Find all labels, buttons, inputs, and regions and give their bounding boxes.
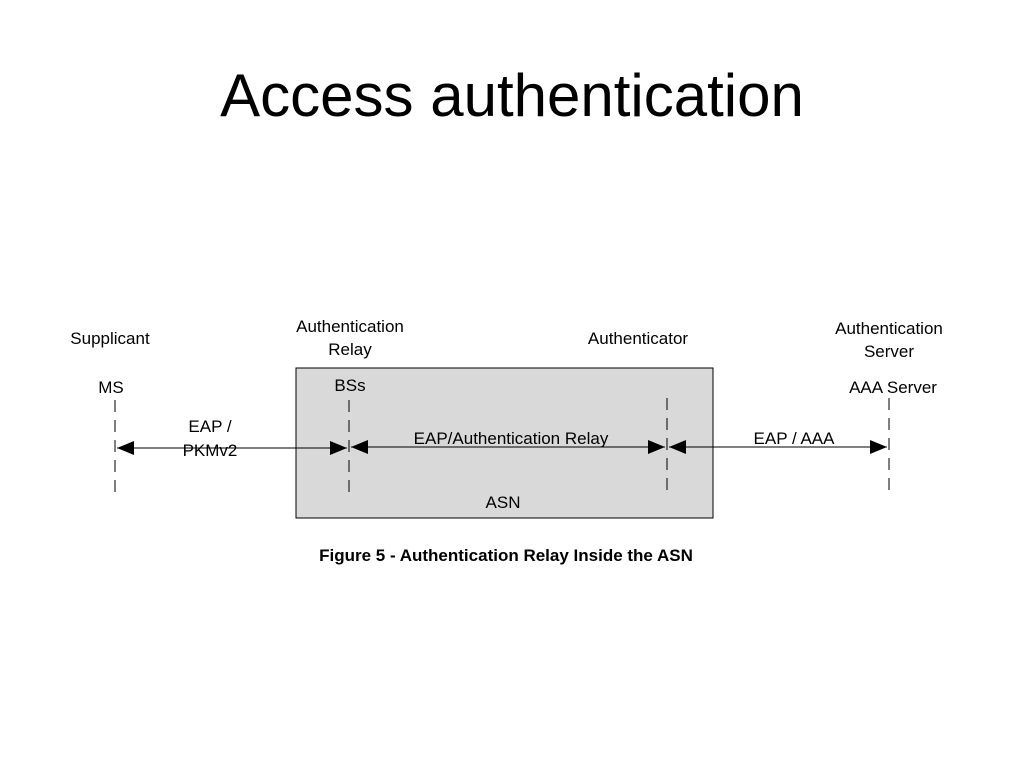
eap-pkm-label-line1: EAP / [188, 417, 231, 436]
ms-label: MS [98, 378, 124, 397]
arrowhead-authenticator-right [648, 440, 665, 454]
arrowhead-bss-left [351, 440, 368, 454]
arrowhead-bss-right [330, 441, 347, 455]
arrowhead-authenticator-left [669, 440, 686, 454]
eap-aaa-label: EAP / AAA [754, 429, 836, 448]
auth-relay-label-line1: Authentication [296, 317, 404, 336]
supplicant-label: Supplicant [70, 329, 150, 348]
eap-pkm-label-line2: PKMv2 [183, 441, 238, 460]
figure-caption: Figure 5 - Authentication Relay Inside t… [319, 546, 693, 565]
auth-relay-label-line2: Relay [328, 340, 372, 359]
arrowhead-ms-left [117, 441, 134, 455]
slide-title: Access authentication [220, 62, 804, 129]
arrowhead-aaa-right [870, 440, 887, 454]
bss-label: BSs [334, 376, 365, 395]
asn-label: ASN [486, 493, 521, 512]
eap-relay-label: EAP/Authentication Relay [414, 429, 609, 448]
authenticator-label: Authenticator [588, 329, 689, 348]
aaa-server-label: AAA Server [849, 378, 937, 397]
auth-server-label-line2: Server [864, 342, 914, 361]
auth-server-label-line1: Authentication [835, 319, 943, 338]
